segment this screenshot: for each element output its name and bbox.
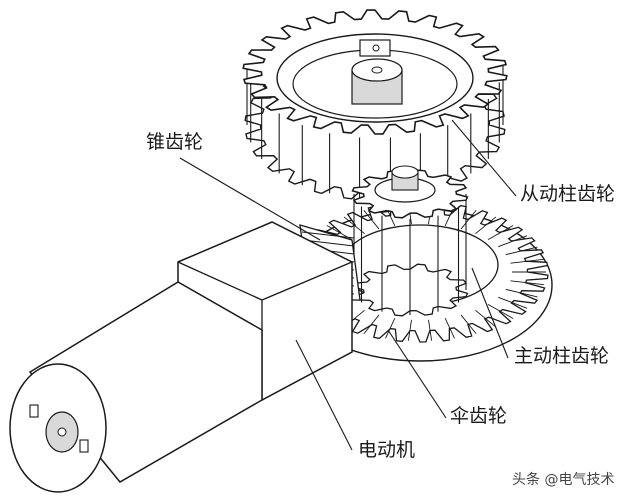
umbrella-gear-tooth-line — [487, 303, 514, 319]
umbrella-gear-tooth-line — [505, 288, 538, 298]
driven-gear-hub-bore — [371, 66, 383, 74]
umbrella-gear-tooth-line — [510, 258, 544, 264]
umbrella-gear-tooth-line — [460, 314, 477, 335]
label-bevel-gear: 锥齿轮 — [146, 131, 204, 153]
leader-lines — [179, 119, 517, 451]
driving-gear-shaft-top — [391, 165, 419, 179]
umbrella-gear-tooth-line — [487, 225, 514, 241]
leader-line — [295, 339, 353, 451]
leader-line — [471, 267, 509, 359]
umbrella-gear-tooth-line — [407, 319, 412, 341]
driving-spur-gear-shape — [351, 165, 469, 317]
driven-spur-gear-shape — [242, 9, 508, 201]
bevel-gear-tooth-line — [301, 231, 355, 239]
leader-line — [451, 119, 517, 197]
umbrella-gear-tooth-line — [460, 209, 477, 230]
label-driving-spur-gear: 主动柱齿轮 — [514, 345, 610, 367]
umbrella-gear-tooth-line — [363, 209, 380, 230]
umbrella-gear-tooth-line — [428, 319, 433, 341]
leader-line — [387, 329, 447, 419]
umbrella-gear-tooth-line — [444, 317, 455, 339]
motor-shaft-end — [57, 427, 67, 437]
umbrella-gear-tooth-line — [498, 296, 528, 309]
umbrella-gear-tooth-line — [475, 309, 497, 328]
umbrella-gear-tooth-line — [385, 317, 396, 339]
motor-shape — [9, 221, 353, 493]
motor-terminal-2 — [79, 439, 89, 453]
driven-gear-tab-hole — [372, 44, 380, 52]
umbrella-gear-tooth-line — [505, 246, 538, 256]
label-umbrella-gear: 伞齿轮 — [450, 405, 508, 427]
motor-terminal-1 — [29, 404, 39, 418]
label-motor: 电动机 — [358, 439, 416, 461]
umbrella-gear-tooth-line — [363, 314, 380, 335]
umbrella-gear-tooth-line — [510, 280, 544, 286]
watermark: 头条 @电气技术 — [512, 472, 615, 488]
umbrella-gear-tooth-line — [498, 235, 528, 248]
leader-line — [179, 157, 321, 241]
umbrella-gear-tooth-line — [475, 216, 497, 235]
label-driven-spur-gear: 从动柱齿轮 — [520, 183, 616, 205]
